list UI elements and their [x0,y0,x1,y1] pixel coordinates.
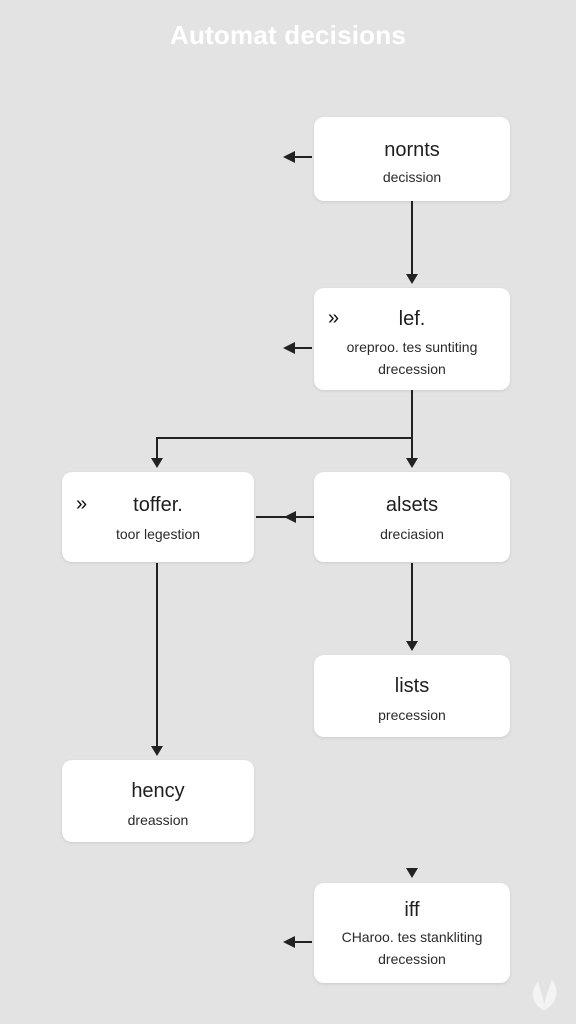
node-sublabel: drecession [378,361,446,377]
diagram-title: Automat decisions [170,20,406,50]
node-alsets[interactable]: alsets dreciasion [314,472,510,562]
node-sublabel: dreassion [127,812,189,828]
node-lists[interactable]: lists precession [314,655,510,737]
node-label: toffer. [133,494,183,516]
chevron-double-right-icon: » [328,307,340,329]
node-sublabel: precession [378,707,446,723]
node-label: lists [394,675,430,697]
arrow-left-icon [283,151,295,163]
node-sublabel: CHaroo. tes stankliting [341,929,483,945]
node-hency[interactable]: hency dreassion [62,760,254,842]
node-lef[interactable]: » lef. oreproo. tes suntiting drecession [314,288,510,390]
arrow-down-icon [406,458,418,468]
node-label: alsets [385,494,439,516]
arrow-down-icon [406,868,418,878]
arrow-down-icon [151,746,163,756]
connector-n2-n3 [156,437,412,460]
node-label: iff [404,899,420,921]
leaf-watermark-icon [532,978,557,1011]
arrow-down-icon [406,641,418,651]
chevron-double-right-icon: » [76,493,88,515]
node-label: nornts [384,139,440,161]
arrow-down-icon [406,274,418,284]
node-sublabel: drecession [378,951,446,967]
arrow-left-icon [283,342,295,354]
node-sublabel: dreciasion [380,526,444,542]
node-iff[interactable]: iff CHaroo. tes stankliting drecession [314,883,510,983]
node-label: lef. [398,308,426,330]
node-sublabel: decission [382,169,442,185]
node-sublabel: toor legestion [115,526,201,542]
node-label: hency [131,780,185,802]
node-toffer[interactable]: » toffer. toor legestion [62,472,254,562]
node-sublabel: oreproo. tes suntiting [346,339,478,355]
arrow-left-icon [284,511,296,523]
arrow-down-icon [151,458,163,468]
node-nornts[interactable]: nornts decission [314,117,510,201]
arrow-left-icon [283,936,295,948]
